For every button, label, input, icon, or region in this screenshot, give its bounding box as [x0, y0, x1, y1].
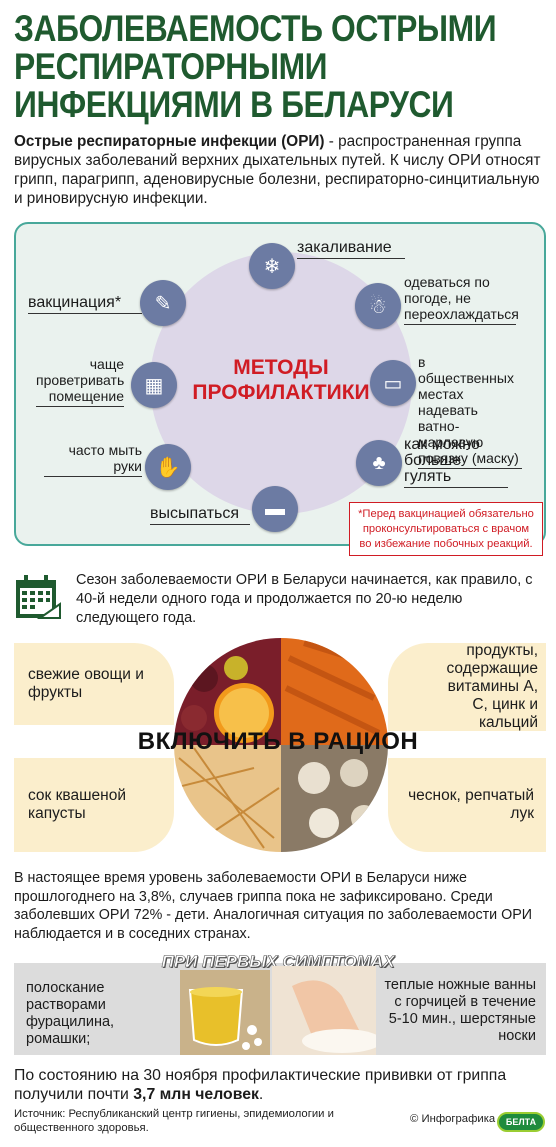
vaccination-end: .	[258, 1086, 264, 1103]
foot-bath-photo	[272, 966, 376, 1055]
mask-icon: ▭	[370, 360, 416, 406]
hat-icon: ☃	[355, 283, 401, 329]
method-dress: одеваться по погоде, не переохлаждаться	[404, 274, 519, 325]
symptom-bath: теплые ножные ванны с горчицей в течение…	[384, 977, 536, 1044]
hand-wash-icon: ✋	[145, 444, 191, 490]
diet-title: ВКЛЮЧИТЬ В РАЦИОН	[137, 728, 419, 755]
window-icon: ▦	[131, 362, 177, 408]
tea-photo	[180, 970, 270, 1055]
vaccination-count: 3,7 млн человек	[133, 1086, 259, 1103]
method-ventilate: чаще проветривать помещение	[36, 356, 124, 407]
bed-icon: ▬	[252, 486, 298, 532]
symptom-rinse: полоскание растворами фурацилина, ромашк…	[26, 980, 115, 1047]
intro-text: Острые респираторные инфекции (ОРИ) - ра…	[14, 132, 546, 208]
vaccination-note: *Перед вакцинацией обязательно проконсул…	[349, 502, 543, 556]
method-mask: в общественных местах надевать ватно-мар…	[418, 354, 522, 469]
method-hands: часто мыть руки	[44, 442, 142, 477]
page-title: ЗАБОЛЕВАЕМОСТЬ ОСТРЫМИ РЕСПИРАТОРНЫМИ ИН…	[14, 8, 497, 125]
diet-juice: сок квашеной капусты	[28, 787, 126, 822]
calendar-icon	[14, 574, 62, 620]
intro-rest: - распространенная группа вирусных забол…	[14, 133, 541, 207]
syringe-icon: ✎	[140, 280, 186, 326]
intro-bold: Острые респираторные инфекции (ОРИ)	[14, 133, 325, 150]
method-hardening: закаливание	[297, 240, 405, 259]
vaccination-stat: По состоянию на 30 ноября профилактическ…	[14, 1066, 546, 1104]
diet-garlic: чеснок, репчатый лук	[408, 787, 534, 822]
snowflake-icon: ❄	[249, 243, 295, 289]
season-text: Сезон заболеваемости ОРИ в Беларуси начи…	[76, 572, 533, 626]
belta-logo: БЕЛТА	[497, 1112, 545, 1132]
method-vaccination: вакцинация*	[28, 295, 142, 314]
diet-fresh-box: свежие овощи и фрукты	[14, 643, 174, 725]
source-text: Источник: Республиканский центр гигиены,…	[14, 1108, 334, 1134]
diet-vitamins-box: продукты, содержащие витамины A, C, цинк…	[388, 642, 546, 731]
diet-garlic-box: чеснок, репчатый лук	[388, 758, 546, 852]
vaccination-text: По состоянию на 30 ноября профилактическ…	[14, 1067, 507, 1103]
diet-vitamins: продукты, содержащие витамины A, C, цинк…	[446, 642, 538, 731]
method-sleep: высыпаться	[150, 506, 250, 525]
prevention-title: МЕТОДЫ ПРОФИЛАКТИКИ	[192, 356, 370, 404]
diet-juice-box: сок квашеной капусты	[14, 758, 174, 852]
method-walk: как можно больше гулять	[404, 437, 508, 488]
status-text: В настоящее время уровень заболеваемости…	[14, 870, 533, 942]
diet-fresh: свежие овощи и фрукты	[28, 666, 144, 701]
tree-icon: ♣	[356, 440, 402, 486]
copyright-text: © Инфографика	[410, 1113, 496, 1125]
